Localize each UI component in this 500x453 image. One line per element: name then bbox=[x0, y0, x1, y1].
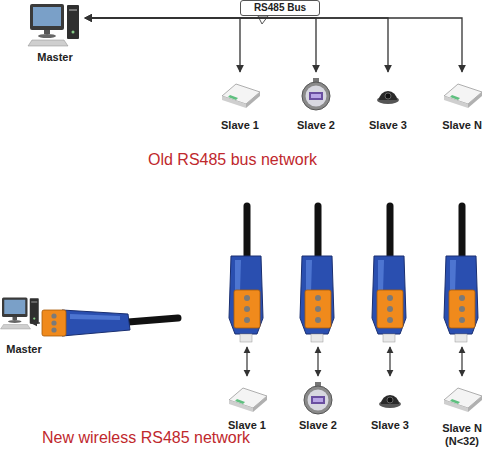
network-caption: New wireless RS485 network bbox=[42, 428, 250, 447]
device-node: Slave 2 bbox=[286, 72, 346, 132]
bus-connector bbox=[85, 18, 240, 72]
usb-wireless-module bbox=[42, 310, 178, 336]
bus-connector bbox=[85, 18, 316, 72]
device-node: Slave 2 bbox=[288, 378, 348, 432]
scale-device bbox=[222, 84, 260, 108]
network-caption: Old RS485 bus network bbox=[148, 150, 317, 169]
signal-arrow bbox=[317, 347, 318, 376]
bus-connector bbox=[85, 18, 388, 72]
master-computer bbox=[28, 4, 79, 46]
node-label: Slave 3 bbox=[369, 119, 407, 132]
node-label: Slave 2 bbox=[297, 119, 335, 132]
device-node: Slave 1 bbox=[210, 72, 270, 132]
node-label: Slave 2 bbox=[299, 419, 337, 432]
node-label: Slave N bbox=[442, 422, 482, 435]
scale-device bbox=[444, 84, 482, 108]
wireless-module bbox=[229, 206, 263, 342]
master-computer bbox=[1, 298, 39, 330]
device-node: Slave 3 bbox=[360, 378, 420, 432]
wireless-module bbox=[300, 206, 334, 342]
scale-device bbox=[444, 388, 482, 412]
gauge-device bbox=[302, 78, 330, 110]
node-label: Master bbox=[37, 51, 72, 64]
node-label: Slave 3 bbox=[371, 419, 409, 432]
node-label: RS485 Bus bbox=[254, 2, 306, 14]
device-node: Master bbox=[0, 290, 48, 356]
bus-connector bbox=[85, 18, 462, 72]
wireless-module bbox=[372, 206, 406, 342]
gauge-device bbox=[304, 382, 332, 414]
node-label: Slave 1 bbox=[221, 119, 259, 132]
callout-pointer bbox=[258, 16, 268, 24]
signal-arrow bbox=[246, 347, 247, 376]
node-label: Slave N bbox=[442, 119, 482, 132]
signal-arrow bbox=[31, 322, 40, 323]
node-label: (N<32) bbox=[445, 435, 479, 448]
camera-device bbox=[379, 395, 401, 408]
device-node: Slave 3 bbox=[358, 72, 418, 132]
signal-arrow bbox=[389, 347, 390, 376]
node-label: Master bbox=[6, 343, 41, 356]
wireless-module bbox=[444, 206, 478, 342]
device-node: Slave 1 bbox=[217, 378, 277, 432]
scale-device bbox=[229, 388, 267, 412]
camera-device bbox=[377, 91, 399, 104]
bus-callout: RS485 Bus bbox=[240, 0, 320, 16]
device-node: Master bbox=[25, 0, 85, 64]
device-node: Slave N(N<32) bbox=[428, 378, 496, 448]
device-node: Slave N bbox=[432, 72, 492, 132]
signal-arrow bbox=[461, 347, 462, 376]
